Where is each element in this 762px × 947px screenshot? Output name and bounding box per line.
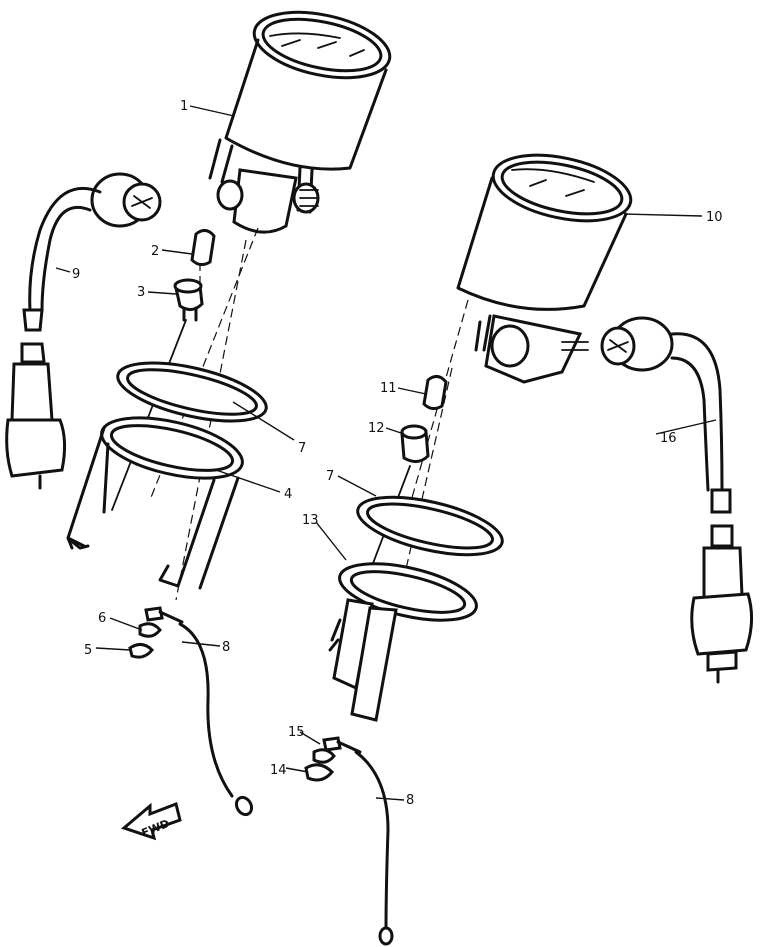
callout-7-right: 7 <box>326 469 334 484</box>
right-meter-assembly <box>304 153 753 946</box>
callout-3: 3 <box>137 285 145 300</box>
meter-bracket <box>66 416 244 590</box>
tachometer-cable <box>600 316 753 684</box>
callout-15: 15 <box>288 725 305 740</box>
callout-7-left: 7 <box>298 441 306 456</box>
speedometer-unit <box>208 10 392 234</box>
callout-13: 13 <box>302 513 319 528</box>
callout-10: 10 <box>706 210 723 225</box>
gasket-ring <box>356 495 504 557</box>
callout-9: 9 <box>72 267 80 282</box>
fastener-set <box>304 736 362 782</box>
bulb-socket <box>111 278 204 511</box>
callout-labels: 1 2 3 7 4 6 5 8 9 10 11 12 7 13 15 14 8 … <box>72 99 723 808</box>
speedometer-cable <box>5 172 162 490</box>
callout-8-left: 8 <box>222 640 230 655</box>
callout-16: 16 <box>660 431 677 446</box>
callout-2: 2 <box>151 244 159 259</box>
callout-8-right: 8 <box>406 793 414 808</box>
meter-bracket <box>328 562 478 722</box>
callout-12: 12 <box>368 421 385 436</box>
lamp-wire <box>178 622 254 817</box>
callout-4: 4 <box>284 487 292 502</box>
tachometer-unit <box>456 153 633 384</box>
callout-5: 5 <box>84 643 92 658</box>
callout-1: 1 <box>180 99 188 114</box>
callout-14: 14 <box>270 763 287 778</box>
forward-arrow-icon: FWD <box>120 801 182 841</box>
gasket-ring <box>116 361 268 423</box>
bulb <box>190 229 216 267</box>
fastener-set <box>128 606 184 659</box>
callout-6: 6 <box>98 611 106 626</box>
leader-lines <box>55 105 717 801</box>
callout-11: 11 <box>380 381 397 396</box>
lamp-wire <box>354 750 394 946</box>
bulb <box>422 375 448 411</box>
left-meter-assembly <box>5 10 392 817</box>
